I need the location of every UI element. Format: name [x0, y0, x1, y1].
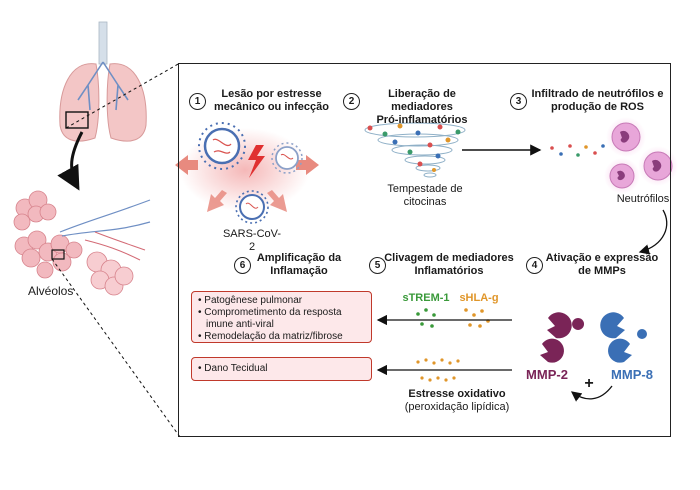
strem-dots: [416, 308, 436, 328]
strem-label: sTREM-1: [402, 292, 450, 304]
cytokine-dots: [367, 123, 461, 172]
step-1-number: 1: [189, 93, 206, 110]
outcome-box-tissue-damage: • Dano Tecidual: [191, 357, 372, 381]
virus-illustration: [198, 122, 303, 224]
step-3-number: 3: [510, 93, 527, 110]
lipid-peroxidation-label: (peroxidação lipídica): [404, 401, 510, 413]
shla-label: sHLA-g: [459, 292, 499, 304]
virus-label: SARS-CoV-2: [222, 228, 282, 253]
oxidative-stress-label: Estresse oxidativo: [408, 388, 506, 400]
neutrophils-label: Neutrófilos: [616, 193, 670, 205]
neutrophil-illustration: [550, 117, 678, 194]
main-panel: [178, 63, 671, 437]
step-4-number: 4: [526, 257, 543, 274]
mmp2-shapes: [540, 312, 585, 363]
mmp2-label: MMP-2: [526, 367, 568, 382]
lungs-illustration: [59, 21, 147, 142]
mmp8-label: MMP-8: [611, 367, 653, 382]
step-5-number: 5: [369, 257, 386, 274]
alveoli-label: Alvéolos: [28, 284, 74, 298]
step-2-number: 2: [343, 93, 360, 110]
step-6-number: 6: [234, 257, 251, 274]
oxidative-dots: [416, 358, 460, 382]
alveoli-illustration: [13, 190, 151, 296]
outcome-box-pathogenesis: • Patogênese pulmonar • Comprometimento …: [191, 291, 372, 343]
mmp8-shapes: [600, 312, 647, 363]
plus-sign: +: [584, 375, 594, 392]
